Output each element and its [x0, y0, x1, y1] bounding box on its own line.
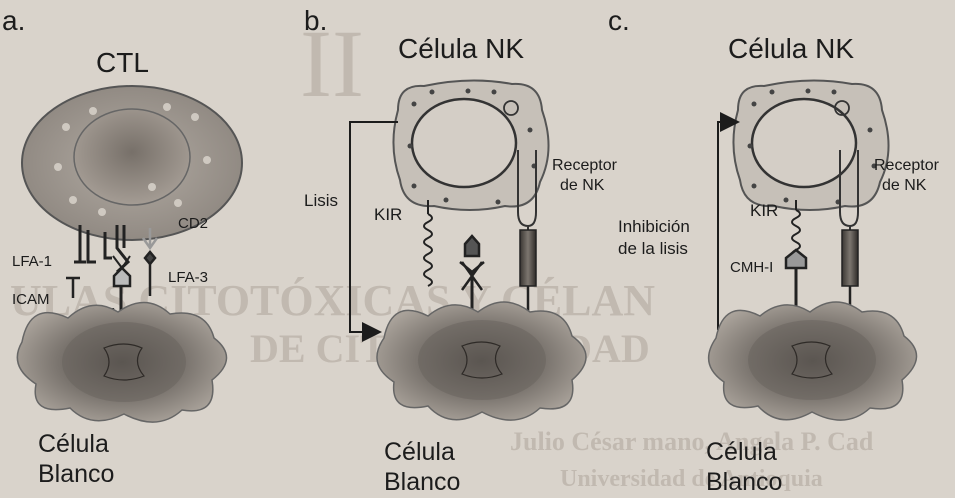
label-lfa3: LFA-3 — [168, 269, 208, 286]
target-c-line1: Célula — [706, 438, 777, 466]
label-lisis: Lisis — [304, 191, 338, 210]
label-cd2: CD2 — [178, 215, 208, 232]
label-lfa1: LFA-1 — [12, 253, 52, 270]
label-receptor-b-line1: Receptor — [552, 157, 618, 174]
ctl-cell — [22, 86, 242, 240]
target-b-line1: Célula — [384, 438, 455, 466]
nk-cell-b — [393, 80, 548, 210]
label-cmh-c: CMH-I — [730, 259, 773, 276]
label-kir-c: KIR — [750, 201, 778, 220]
target-c-line2: Blanco — [706, 468, 782, 496]
panel-c-cell-title: Célula NK — [728, 33, 854, 64]
nk-cell-c — [733, 80, 888, 210]
panel-b-letter: b. — [304, 5, 327, 36]
label-receptor-b-line2: de NK — [560, 177, 605, 194]
target-a-line2: Blanco — [38, 460, 114, 488]
target-cell-a — [17, 302, 226, 422]
background-authors: Julio César mano, Angela P. Cad — [510, 427, 874, 456]
panel-a-letter: a. — [2, 5, 25, 36]
background-affiliation: Universidad de Antioquia — [560, 466, 823, 492]
panel-b-cell-title: Célula NK — [398, 33, 524, 64]
panel-a-cell-title: CTL — [96, 47, 149, 78]
target-b-line2: Blanco — [384, 468, 460, 496]
kir-receptor-b — [424, 200, 432, 286]
target-cell-b — [377, 302, 586, 420]
label-inhib-line1: Inhibición — [618, 217, 690, 236]
target-cell-c — [709, 302, 917, 420]
panel-c-letter: c. — [608, 5, 630, 36]
cmh-i-molecule-c — [786, 250, 806, 312]
label-kir-b: KIR — [374, 205, 402, 224]
label-inhib-line2: de la lisis — [618, 239, 688, 258]
panel-c: c. Célula NK — [608, 5, 940, 496]
label-icam: ICAM — [12, 291, 50, 308]
label-receptor-c-line2: de NK — [882, 177, 927, 194]
label-receptor-c-line1: Receptor — [874, 157, 940, 174]
target-a-line1: Célula — [38, 430, 109, 458]
panel-a: a. CTL — [2, 5, 242, 488]
